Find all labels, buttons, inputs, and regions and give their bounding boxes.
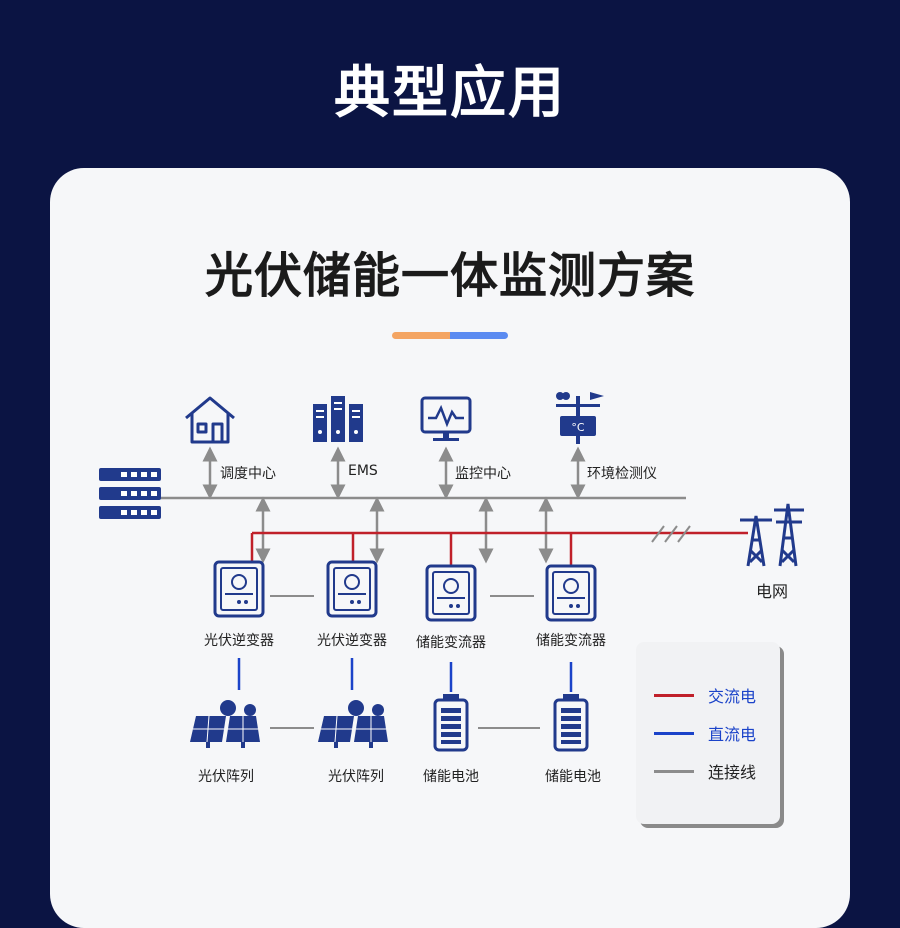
- peer-links: [270, 595, 540, 729]
- source-label: 光伏阵列: [198, 769, 254, 785]
- legend-item-link: 连接线: [654, 761, 757, 782]
- node-label-monitor: 监控中心: [455, 466, 511, 482]
- weather-station-icon: °C: [556, 392, 604, 444]
- legend-label: 直流电: [708, 725, 757, 744]
- house-icon: [185, 396, 235, 444]
- converter-icon: [545, 564, 597, 622]
- solar-panel-icon: [318, 700, 388, 748]
- battery-icon: [433, 694, 469, 752]
- monitor-icon: [420, 396, 472, 441]
- ac-lines: [250, 531, 748, 566]
- legend: 交流电 直流电 连接线: [636, 642, 780, 824]
- node-label-ems: EMS: [348, 463, 378, 479]
- converter-label: 光伏逆变器: [204, 633, 274, 649]
- source-label: 光伏阵列: [328, 769, 384, 785]
- system-diagram: °C: [99, 392, 804, 752]
- server-rack-icon: [313, 396, 363, 442]
- line-break-marks: [651, 525, 691, 543]
- legend-swatch-dc: [654, 731, 694, 735]
- legend-swatch-link: [654, 769, 694, 773]
- grid-label: 电网: [755, 582, 789, 601]
- converter-label: 储能变流器: [416, 635, 486, 651]
- legend-label: 交流电: [708, 687, 757, 706]
- accent-bar-orange: [392, 332, 450, 339]
- node-label-env: 环境检测仪: [587, 466, 657, 482]
- solar-panel-icon: [190, 700, 260, 748]
- page-title: 典型应用: [334, 61, 566, 126]
- source-label: 储能电池: [545, 769, 601, 785]
- accent-bar-blue: [450, 332, 508, 339]
- card-title: 光伏储能一体监测方案: [204, 248, 695, 304]
- converter-icon: [425, 564, 477, 622]
- data-server-icon: [99, 468, 161, 519]
- node-label-dispatch: 调度中心: [220, 466, 276, 482]
- legend-label: 连接线: [708, 763, 757, 782]
- inverter-icon: [326, 560, 378, 618]
- legend-swatch-ac: [654, 693, 694, 697]
- legend-item-dc: 直流电: [654, 723, 757, 744]
- legend-item-ac: 交流电: [654, 685, 757, 706]
- dc-lines: [237, 658, 573, 692]
- source-label: 储能电池: [423, 769, 479, 785]
- converter-label: 光伏逆变器: [317, 633, 387, 649]
- inverter-icon: [213, 560, 265, 618]
- converter-label: 储能变流器: [536, 633, 606, 649]
- converter-devices: [213, 560, 597, 622]
- power-tower-icon: [740, 503, 804, 567]
- battery-icon: [553, 694, 589, 752]
- svg-text:°C: °C: [571, 421, 585, 434]
